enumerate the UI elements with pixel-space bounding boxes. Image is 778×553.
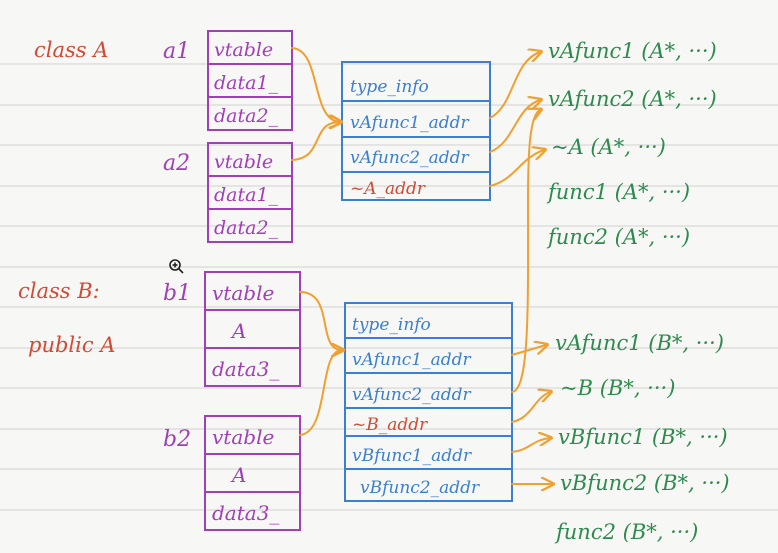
object-b1-box [204,271,301,387]
arrow-a2-vtable [291,122,340,161]
vtable-a-box [341,61,491,201]
vtable-b-vafunc1: vAfunc1_addr [352,350,472,370]
a1-field-data1: data1_ [214,72,279,94]
a2-field-data1: data1_ [214,184,279,206]
arrow-vtable-b-vafunc1 [511,345,546,356]
function-b-vbfunc2: vBfunc2 (B*, ···) [560,471,730,495]
function-a-func2: func2 (A*, ···) [546,225,690,249]
vtable-a-vafunc1: vAfunc1_addr [350,113,470,133]
object-a1-name: a1 [163,39,190,64]
ruled-lines [0,63,778,511]
function-b-vafunc1: vAfunc1 (B*, ···) [555,331,724,355]
a1-field-vtable: vtable [214,39,273,61]
arrow-vtable-b-dtor [511,392,550,423]
arrow-vtable-b-vafunc2 [511,110,540,393]
arrow-vtable-b-vbfunc1 [511,438,550,453]
b1-field-data3: data3_ [212,357,279,381]
vtable-b-box [344,302,513,502]
vtable-b-vafunc2: vAfunc2_addr [352,385,472,405]
a1-field-data2: data2_ [214,105,279,127]
arrow-vtable-a-vafunc2 [489,100,540,153]
vtable-a-dtor: ~A_addr [350,179,426,199]
a2-field-data2: data2_ [214,217,279,239]
vtable-a-type-info: type_info [350,77,429,97]
vtable-b-type-info: type_info [352,315,431,335]
vtable-b-vbfunc2: vBfunc2_addr [360,478,480,498]
vtable-a-vafunc2: vAfunc2_addr [350,148,470,168]
b1-field-base-a: A [230,319,246,343]
class-b-label: class B: [18,279,100,303]
b2-field-data3: data3_ [212,501,279,525]
function-a-vafunc2: vAfunc2 (A*, ···) [548,87,717,111]
function-a-vafunc1: vAfunc1 (A*, ···) [548,39,717,63]
b2-field-vtable: vtable [212,425,274,449]
object-b2-name: b2 [163,427,191,452]
function-a-func1: func1 (A*, ···) [546,180,690,204]
object-a1-box [207,30,293,131]
vtable-b-vbfunc1: vBfunc1_addr [352,446,472,466]
object-a2-box [207,142,293,243]
arrow-a1-vtable [291,47,340,122]
pointer-arrows [291,47,552,484]
b1-field-vtable: vtable [212,281,274,305]
object-b2-box [204,415,301,531]
function-b-dtor: ~B (B*, ···) [560,376,675,400]
class-a-label: class A [34,38,108,62]
vtable-b-dtor: ~B_addr [352,415,428,435]
arrow-vtable-a-vafunc1 [489,52,540,119]
b2-field-base-a: A [230,463,246,487]
arrow-b1-vtable [299,291,342,350]
function-b-vbfunc1: vBfunc1 (B*, ···) [558,425,728,449]
arrow-b2-vtable [299,350,342,436]
object-a2-name: a2 [163,151,190,176]
zoom-cursor-icon [169,259,184,274]
function-a-dtor: ~A (A*, ···) [551,135,666,159]
public-a-label: public A [28,333,115,357]
a2-field-vtable: vtable [214,151,273,173]
arrow-vtable-a-dtor [489,150,544,187]
object-b1-name: b1 [163,281,191,306]
function-b-func2: func2 (B*, ···) [554,520,698,544]
